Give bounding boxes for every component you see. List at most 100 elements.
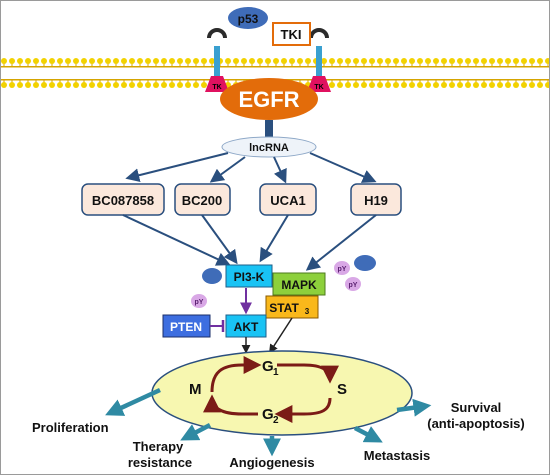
lipid-head [377,82,383,88]
lipid-head [9,82,15,88]
lipid-head [529,58,535,64]
lncrna-target-arrows [125,152,377,184]
lipid-head [225,58,231,64]
lipid-head [81,82,87,88]
lipid-head [353,58,359,64]
tki-box [272,22,311,46]
py-label-akt: pY [195,299,204,306]
py-label-mapk-2: pY [349,282,358,289]
survival-label-line2: (anti-apoptosis) [427,416,525,431]
lipid-head [137,82,143,88]
lipid-head [129,82,135,88]
h19-label: H19 [364,193,388,208]
lipid-head [185,82,191,88]
lipid-head [481,58,487,64]
py-label-mapk-1: pY [338,266,347,273]
tki-label: TKI [281,27,302,42]
mapk-adapter-blob [354,255,376,271]
bc087858-label: BC087858 [92,193,154,208]
lipid-head [1,58,7,64]
lipid-head [473,58,479,64]
lipid-head [537,58,543,64]
lipid-head [497,82,503,88]
arrow-metastasis [353,426,383,443]
lipid-head [489,82,495,88]
lipid-head [521,58,527,64]
lipid-head [209,58,215,64]
stat3-label: STAT [269,301,299,315]
arrow-proliferation [105,387,161,416]
lipid-head [385,58,391,64]
lipid-head [145,58,151,64]
lipid-head [409,58,415,64]
lipid-head [129,58,135,64]
lipid-head [489,58,495,64]
lipid-head [417,82,423,88]
lipid-head [281,58,287,64]
py-blob-akt [191,294,207,308]
lipid-head [241,58,247,64]
lipid-head [513,58,519,64]
lipid-head [73,58,79,64]
metastasis-label: Metastasis [364,448,430,463]
lipid-head [537,82,543,88]
arrow-h19-mapk [305,214,377,271]
arrow-bc200-pi3k [201,214,238,265]
lipid-head [329,58,335,64]
lipid-head [201,82,207,88]
tk-domain-left [205,76,229,92]
lipid-head [113,58,119,64]
lipid-head [441,58,447,64]
arrow-to-bc200 [209,156,246,183]
stat3-cycle-arrow [269,317,293,354]
arrow-bc087858-pi3k [122,214,231,266]
lipid-head [33,82,39,88]
egfr-node [220,78,318,120]
lipid-head [425,58,431,64]
lncrna-node [221,136,317,158]
lipid-head [345,82,351,88]
lipid-head [233,58,239,64]
lipid-head [409,82,415,88]
p53-node [228,7,268,29]
lipid-head [137,58,143,64]
s-label: S [337,381,347,398]
lipid-head [297,58,303,64]
egfr-receptor-left: TK [205,28,229,92]
arrow-g2-m [203,394,258,416]
proliferation-label: Proliferation [32,420,109,435]
stat3-subscript: 3 [305,307,310,316]
lipid-head [57,58,63,64]
target-signaling-arrows [122,214,377,271]
lipid-head [121,58,127,64]
egfr-lncrna-connector [265,120,273,140]
lipid-head [257,58,263,64]
lipid-head [321,58,327,64]
lipid-head [433,82,439,88]
lipid-head [521,82,527,88]
lipid-head [465,82,471,88]
lipid-head [33,58,39,64]
lipid-head [473,82,479,88]
pi3k-adapter-blob [202,268,222,284]
therapy-label-line1: Therapy [133,439,184,454]
lipid-head [337,82,343,88]
lipid-head [153,58,159,64]
lipid-head [25,58,31,64]
lipid-head [449,82,455,88]
g2-subscript: 2 [273,415,279,426]
lipid-head [185,58,191,64]
lipid-head [41,82,47,88]
lipid-head [161,58,167,64]
g1-subscript: 1 [273,367,279,378]
lipid-head [89,82,95,88]
lipid-head [505,58,511,64]
lipid-head [457,82,463,88]
lipid-head [17,58,23,64]
lipid-head [377,58,383,64]
arrow-survival [396,398,432,417]
lipid-head [105,58,111,64]
lipid-head [289,58,295,64]
